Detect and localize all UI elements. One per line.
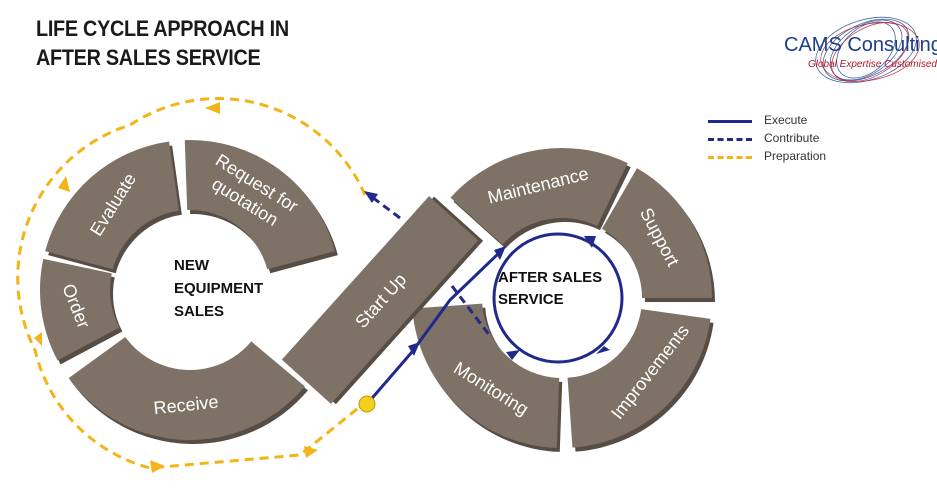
execute-arrow-2	[494, 246, 506, 260]
execute-arrow-5	[506, 350, 520, 360]
legend-swatch-contribute	[708, 138, 752, 141]
new-equipment-label-line-3: SALES	[174, 303, 224, 320]
segment-maintenance: Maintenance	[450, 147, 631, 249]
logo-name: CAMS Consulting	[784, 34, 937, 56]
after-sales-label-line-1: AFTER SALES	[498, 269, 602, 286]
segment-monitoring: Monitoring	[412, 303, 563, 452]
segment-order: Order	[39, 258, 123, 365]
legend-label: Execute	[764, 113, 808, 127]
preparation-arrow-top	[205, 102, 220, 114]
preparation-arrow-bottom-right	[304, 446, 318, 458]
segment-support: Support	[602, 168, 715, 302]
legend-item-contribute: Contribute	[708, 130, 908, 148]
legend-swatch-execute	[708, 120, 752, 123]
execute-arrow-1	[408, 342, 420, 356]
cams-logo: CAMS Consulting Global Expertise Customi…	[778, 12, 937, 92]
execute-line	[365, 250, 502, 405]
logo-swirl-icon	[815, 16, 920, 84]
preparation-arrow-left	[58, 176, 70, 192]
contribute-line-up	[371, 195, 401, 220]
legend-item-execute: Execute	[708, 112, 908, 130]
title-line-1: LIFE CYCLE APPROACH IN	[36, 16, 289, 41]
preparation-arrow-lower-left	[34, 332, 42, 346]
segment-receive: Receive	[68, 337, 308, 445]
contribute-line-down	[450, 285, 492, 337]
legend: Execute Contribute Preparation	[708, 112, 908, 166]
page-title: LIFE CYCLE APPROACH IN AFTER SALES SERVI…	[36, 14, 289, 72]
logo-tagline: Global Expertise Customised	[808, 59, 937, 70]
start-up-shape	[281, 196, 479, 404]
new-equipment-label-line-1: NEW	[174, 257, 210, 274]
segment-receive-shape	[68, 337, 305, 441]
legend-item-preparation: Preparation	[708, 148, 908, 166]
legend-label: Contribute	[764, 131, 820, 145]
segment-monitoring-shape	[412, 303, 560, 448]
legend-swatch-preparation	[708, 156, 752, 159]
execute-arrow-3	[584, 236, 596, 248]
preparation-arrow-bottom	[150, 460, 165, 473]
preparation-path	[16, 97, 367, 470]
contribute-arrow	[364, 191, 378, 203]
segment-evaluate-shape	[45, 141, 179, 270]
start-dot	[358, 395, 376, 413]
new-equipment-label-line-2: EQUIPMENT	[174, 280, 263, 297]
segment-improvements-shape	[567, 309, 711, 448]
title-line-2: AFTER SALES SERVICE	[36, 45, 261, 70]
after-sales-execute-circle	[492, 232, 624, 364]
after-sales-label-line-2: SERVICE	[498, 291, 564, 308]
execute-arrow-4	[596, 346, 610, 354]
segment-maintenance-shape	[450, 147, 628, 245]
segment-start-up: Start Up	[281, 196, 484, 405]
legend-label: Preparation	[764, 149, 827, 163]
segment-request-quotation-shape	[184, 140, 335, 270]
segment-support-shape	[602, 168, 712, 298]
segment-improvements: Improvements	[567, 309, 714, 452]
segment-evaluate: Evaluate	[45, 141, 182, 274]
segment-order-shape	[39, 258, 120, 361]
